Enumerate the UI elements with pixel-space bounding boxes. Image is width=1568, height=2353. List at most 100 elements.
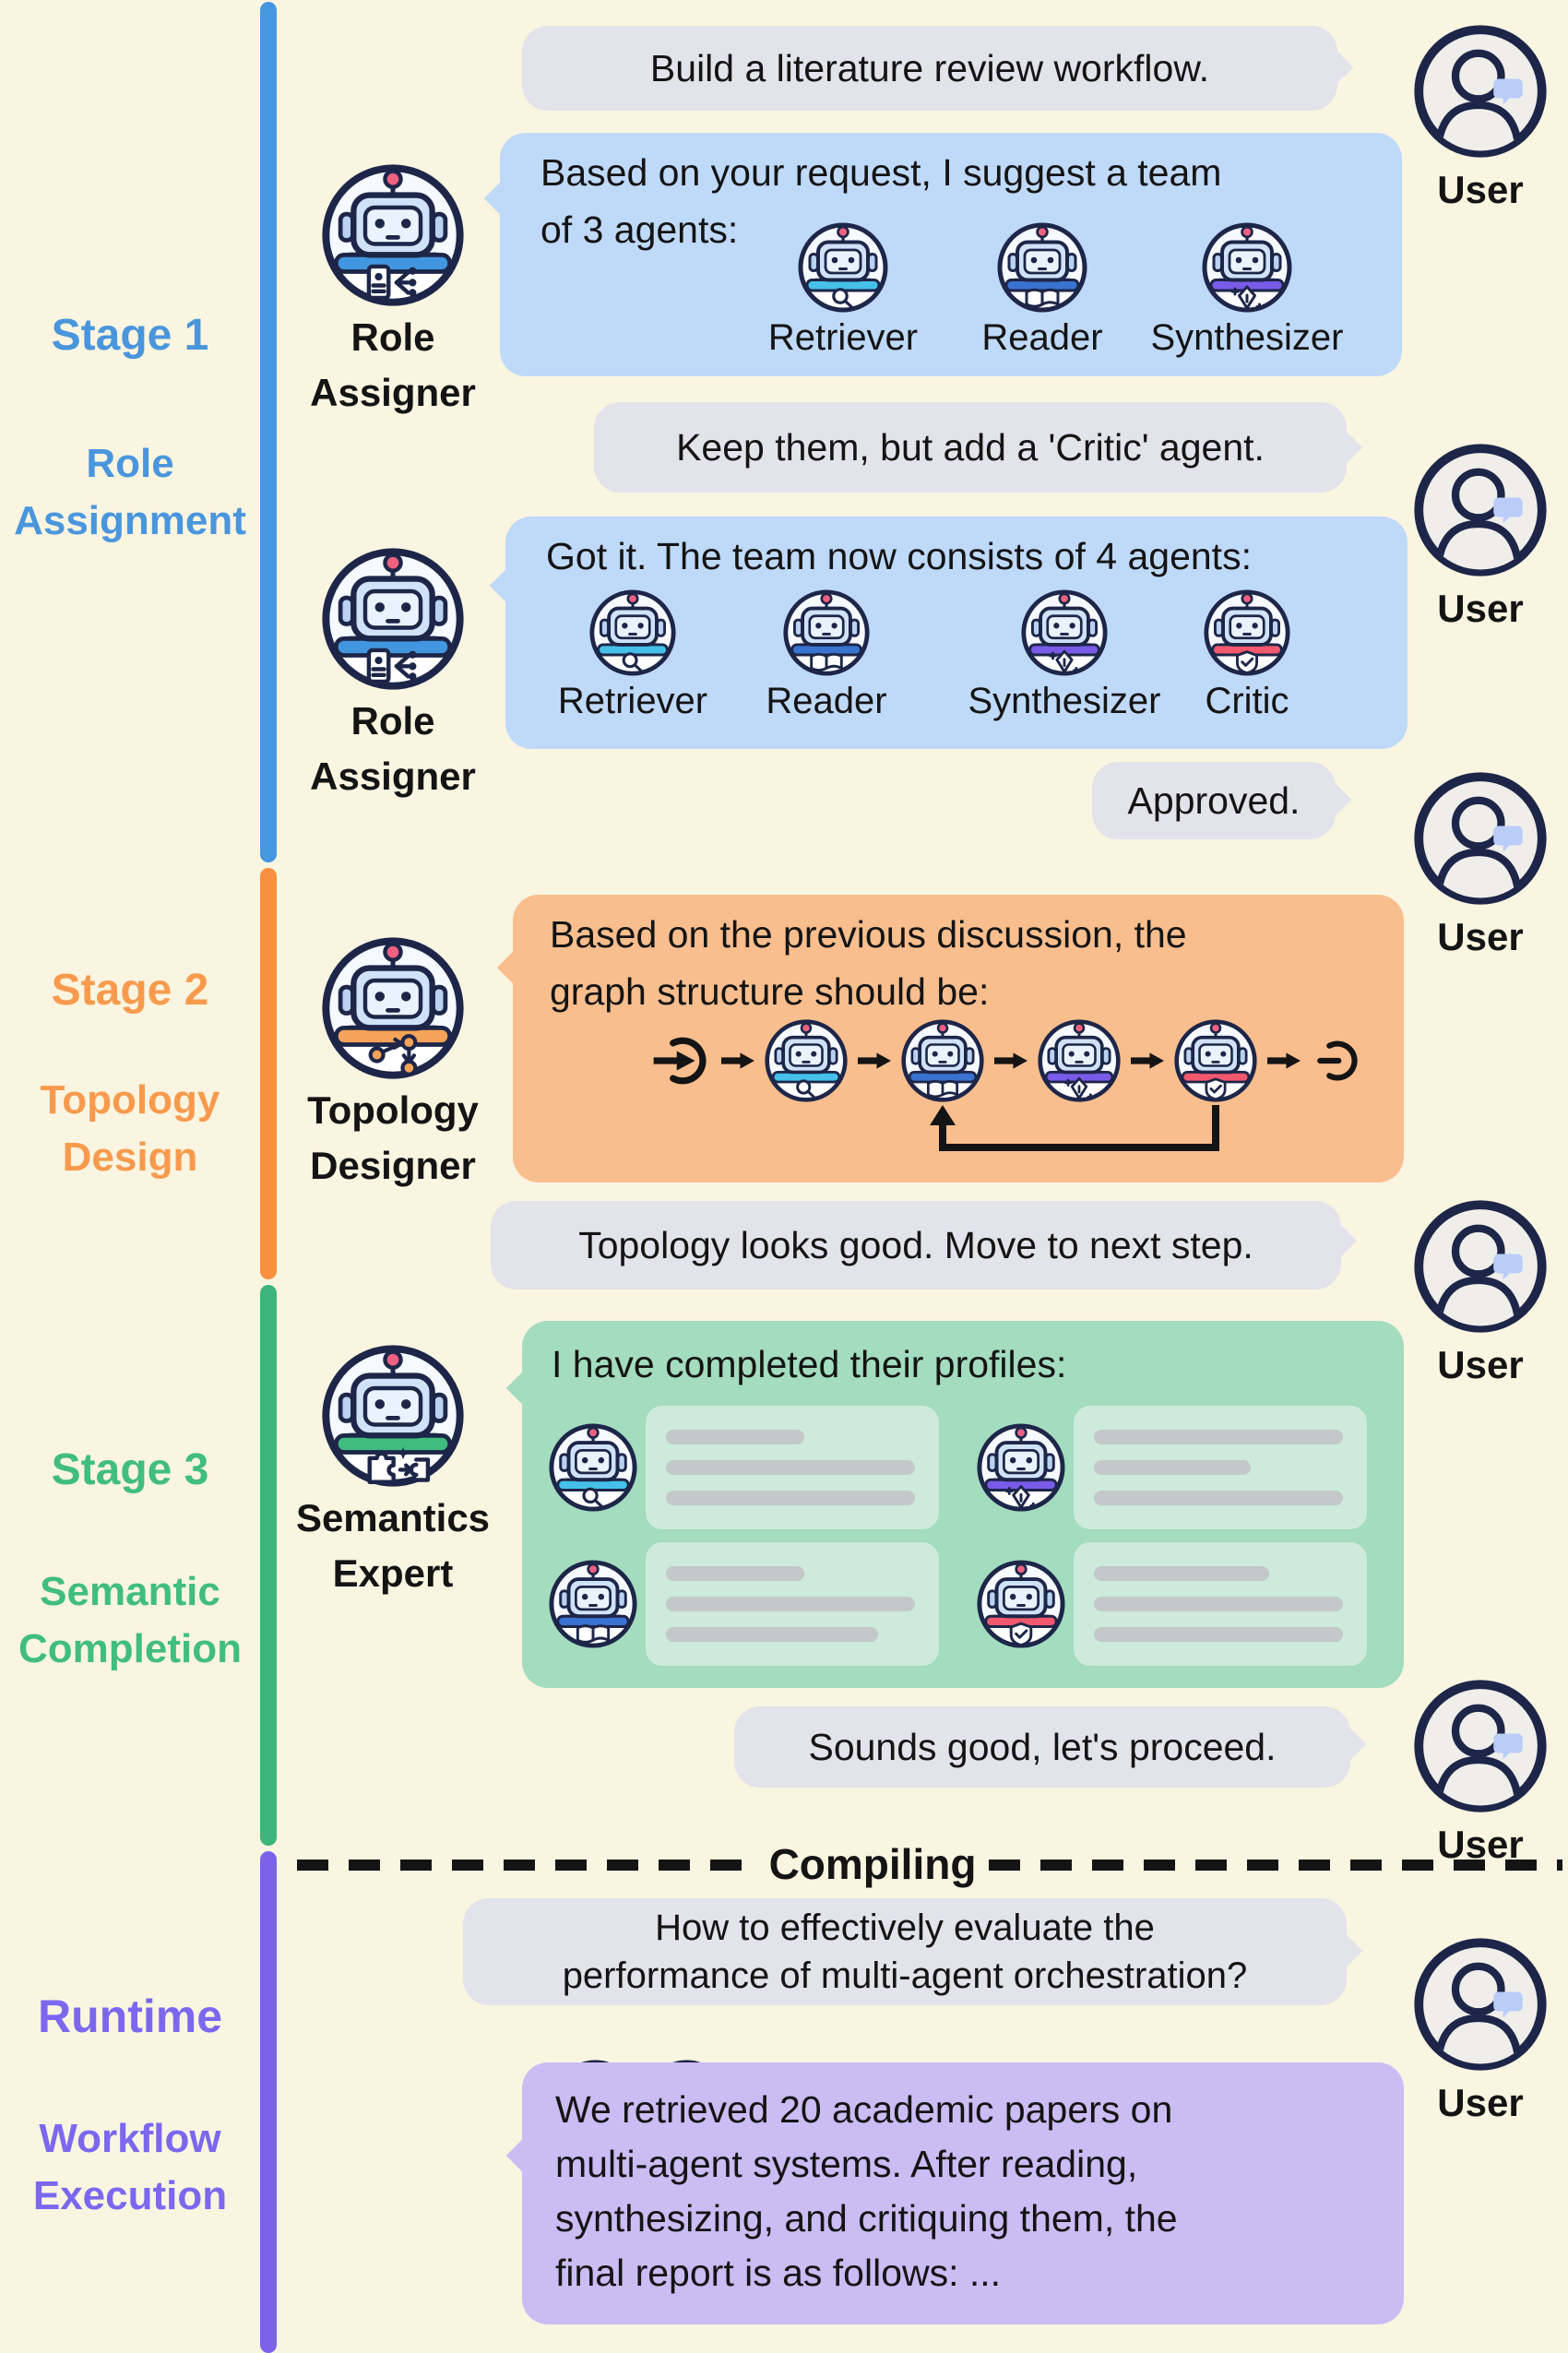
team-member-retriever: Retriever [531, 588, 734, 722]
agent-name-label: Semantics Expert [296, 1491, 490, 1601]
timeline-stage3-bar [260, 1285, 277, 1846]
robot-avatar-critic [976, 1559, 1066, 1649]
person-icon [1411, 1677, 1550, 1815]
placeholder-text-bar [1094, 1491, 1343, 1505]
agent-name-line: Designer [310, 1144, 476, 1187]
stage3-subtitle: Semantic Completion [0, 1563, 260, 1678]
stage2-subtitle: Topology Design [0, 1072, 260, 1186]
arrow-icon [1131, 1052, 1164, 1069]
assigner-update-text: Got it. The team now consists of 4 agent… [546, 535, 1252, 577]
timeline-stage2-bar [260, 868, 277, 1279]
user-label: User [1437, 168, 1524, 211]
bubble-tail [1317, 1220, 1358, 1261]
user-avatar: User [1411, 1197, 1550, 1387]
stage2-subtitle-line: Design [62, 1135, 198, 1180]
arrow-icon [721, 1052, 754, 1069]
stage1-subtitle: Role Assignment [0, 435, 260, 550]
bubble-tail [505, 2135, 546, 2176]
user-label: User [1437, 587, 1524, 630]
robot-avatar-role-assigner [320, 162, 466, 308]
placeholder-text-bar [666, 1460, 915, 1475]
semantics-profiles-text: I have completed their profiles: [552, 1343, 1067, 1385]
user-label: User [1437, 2081, 1524, 2124]
team-answer-line: We retrieved 20 academic papers on [555, 2088, 1173, 2131]
stage3-subtitle-line: Semantic [40, 1569, 220, 1614]
agent-name-label: Retriever [557, 681, 708, 721]
assigner-update-bubble: Got it. The team now consists of 4 agent… [489, 517, 1408, 749]
agent-name-label: Reader [766, 681, 887, 721]
arrow-icon [994, 1052, 1028, 1069]
semantics-expert-block: Semantics Expert [282, 1343, 504, 1601]
team-member-retriever: Retriever [732, 221, 954, 359]
workflow-graph [651, 1018, 1361, 1103]
stage1-title: Stage 1 [51, 311, 209, 360]
robot-avatar-reader [900, 1018, 985, 1103]
user-avatar: User [1411, 441, 1550, 631]
robot-avatar-synthesizer [976, 1422, 1066, 1513]
user-request-text: Build a literature review workflow. [649, 46, 1210, 89]
agent-name-label: Critic [1205, 681, 1289, 721]
user-runtime-question-line: performance of multi-agent orchestration… [562, 1955, 1248, 1996]
team-member-critic: Critic [1146, 588, 1348, 722]
start-node-icon [651, 1030, 712, 1091]
user-runtime-question-line: How to effectively evaluate the [655, 1907, 1155, 1948]
placeholder-text-bar [1094, 1430, 1343, 1444]
assigner-suggest-line: Based on your request, I suggest a team [540, 151, 1222, 194]
role-assigner-block-1: Role Assigner [282, 162, 504, 421]
robot-avatar-retriever [764, 1018, 849, 1103]
team-answer-line: synthesizing, and critiquing them, the [555, 2197, 1178, 2240]
robot-avatar-synthesizer [1020, 588, 1109, 677]
agent-name-line: Assigner [310, 755, 476, 798]
person-icon [1411, 1935, 1550, 2074]
person-icon [1411, 441, 1550, 579]
agent-name-line: Role [350, 699, 435, 743]
stage1-subtitle-line: Role [86, 441, 174, 486]
agent-name-label: Retriever [767, 317, 919, 358]
placeholder-text-bar [666, 1627, 878, 1642]
user-request-bubble: Build a literature review workflow. [522, 26, 1354, 111]
team-member-synthesizer: Synthesizer [1136, 221, 1358, 359]
bubble-tail [1313, 47, 1354, 88]
user-approve-bubble: Approved. [1092, 762, 1352, 839]
placeholder-text-bar [666, 1430, 804, 1444]
semantics-profiles-bubble: I have completed their profiles: [505, 1321, 1404, 1688]
team-answer-bubble: We retrieved 20 academic papers on multi… [505, 2062, 1404, 2324]
user-approve-text: Approved. [1127, 778, 1301, 822]
robot-avatar-role-assigner [320, 546, 466, 692]
agent-name-label: Reader [981, 317, 1103, 358]
robot-avatar-retriever [797, 221, 889, 314]
robot-avatar-critic [1173, 1018, 1258, 1103]
open-book-icon [812, 654, 842, 670]
role-assigner-block-2: Role Assigner [282, 546, 504, 804]
runtime-title: Runtime [38, 1991, 222, 2042]
stage3-title: Stage 3 [51, 1445, 209, 1494]
agent-name-line: Role [350, 315, 435, 359]
shield-check-icon [1011, 1623, 1031, 1646]
topology-designer-block: Topology Designer [282, 935, 504, 1194]
user-label: User [1437, 915, 1524, 958]
compiling-label: Compiling [768, 1840, 977, 1888]
runtime-subtitle-line: Workflow [39, 2116, 221, 2161]
person-icon [1411, 1197, 1550, 1336]
placeholder-text-bar [1094, 1627, 1343, 1642]
open-book-icon [1027, 290, 1058, 306]
agent-name-line: Assigner [310, 371, 476, 414]
timeline-stage1-bar [260, 2, 277, 862]
agent-name-label: Synthesizer [968, 681, 1161, 721]
user-add-critic-bubble: Keep them, but add a 'Critic' agent. [594, 402, 1363, 493]
timeline-runtime-bar [260, 1851, 277, 2353]
agent-name-label: Topology Designer [307, 1083, 479, 1194]
placeholder-text-bar [1094, 1566, 1269, 1581]
profile-card-synthesizer [1074, 1406, 1367, 1529]
team-answer-line: final report is as follows: ... [555, 2252, 1002, 2294]
stage2-subtitle-line: Topology [40, 1077, 220, 1123]
divider-dash-right [989, 1860, 1562, 1871]
profile-card-critic [1074, 1542, 1367, 1666]
open-book-icon [577, 1626, 608, 1643]
topology-proposal-line: graph structure should be: [550, 970, 990, 1013]
person-icon [1411, 769, 1550, 908]
stage2-title: Stage 2 [51, 966, 209, 1015]
profile-card-retriever [646, 1406, 939, 1529]
user-avatar: User [1411, 1677, 1550, 1867]
